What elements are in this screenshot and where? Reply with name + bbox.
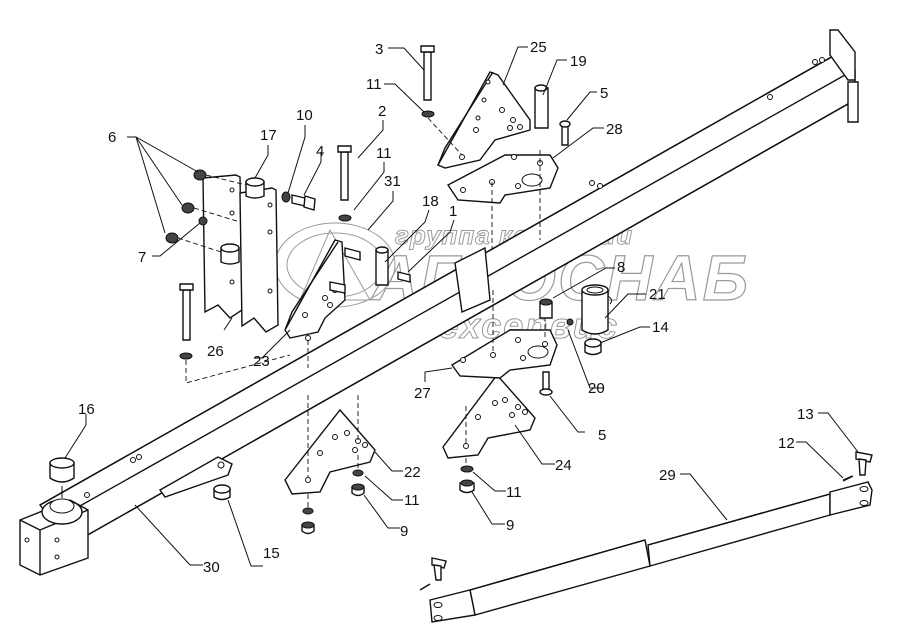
callout-9: 9 [400, 523, 408, 540]
callout-5: 5 [598, 427, 606, 444]
callout-11: 11 [366, 76, 382, 93]
callout-29: 29 [659, 467, 676, 484]
part-23-bracket [284, 239, 346, 368]
part-3-bolt [420, 45, 463, 156]
callout-26: 26 [207, 343, 224, 360]
part-12-spring-pin [419, 475, 854, 591]
callout-23: 23 [253, 353, 270, 370]
part-2-bolt [337, 145, 352, 222]
callout-13: 13 [797, 406, 814, 423]
callout-1: 1 [449, 203, 457, 220]
callout-18: 18 [422, 193, 439, 210]
callout-20: 20 [588, 380, 605, 397]
part-20-grease-fitting [566, 318, 574, 326]
part-31-bolt [329, 247, 361, 294]
part-14-nut [584, 338, 602, 356]
part-17-bushing [220, 177, 265, 265]
callout-17: 17 [260, 127, 277, 144]
callout-2: 2 [378, 103, 386, 120]
callout-11: 11 [404, 492, 420, 509]
part-7-nut [198, 216, 208, 226]
callout-10: 10 [296, 107, 313, 124]
part-13-pin [431, 451, 873, 581]
part-15-wedge [158, 456, 233, 501]
part-27-plate [450, 290, 558, 396]
part-16-cap [49, 457, 75, 498]
callout-8: 8 [617, 259, 625, 276]
part-28-plate [446, 150, 559, 250]
part-18-spacer [375, 246, 389, 286]
callout-19: 19 [570, 53, 587, 70]
leader-lines [64, 46, 859, 567]
part-10-washer [281, 191, 291, 203]
callout-12: 12 [778, 435, 795, 452]
callout-labels: 3 11 25 19 5 28 6 7 17 10 4 2 11 31 18 1… [78, 39, 814, 576]
callout-25: 25 [530, 39, 547, 56]
callout-4: 4 [316, 143, 324, 160]
callout-5: 5 [600, 85, 608, 102]
part-19-pin [534, 84, 549, 129]
part-8-spacer [539, 298, 553, 319]
part-29-drawbar [429, 481, 873, 623]
part-22-bracket [284, 395, 376, 535]
callout-31: 31 [384, 173, 401, 190]
callout-11: 11 [506, 484, 522, 501]
callout-15: 15 [263, 545, 280, 562]
part-5-bolt-upper [559, 120, 571, 146]
part-25-bracket [437, 71, 531, 169]
callout-11: 11 [376, 145, 392, 162]
callout-16: 16 [78, 401, 95, 418]
part-4-bolt [291, 194, 316, 211]
callout-7: 7 [138, 249, 146, 266]
callout-28: 28 [606, 121, 623, 138]
callout-6: 6 [108, 129, 116, 146]
callout-9: 9 [506, 517, 514, 534]
part-26-side-plates [202, 174, 279, 333]
callout-22: 22 [404, 464, 421, 481]
callout-30: 30 [203, 559, 220, 576]
callout-21: 21 [649, 286, 666, 303]
part-21-pin [581, 284, 613, 335]
part-24-bracket [442, 373, 536, 494]
callout-27: 27 [414, 385, 431, 402]
part-6-nuts [165, 169, 247, 253]
long-bolt-left [179, 283, 291, 384]
callout-24: 24 [555, 457, 572, 474]
callout-14: 14 [652, 319, 669, 336]
callout-3: 3 [375, 41, 383, 58]
main-beam [19, 29, 859, 576]
part-1-bolt [397, 271, 411, 283]
